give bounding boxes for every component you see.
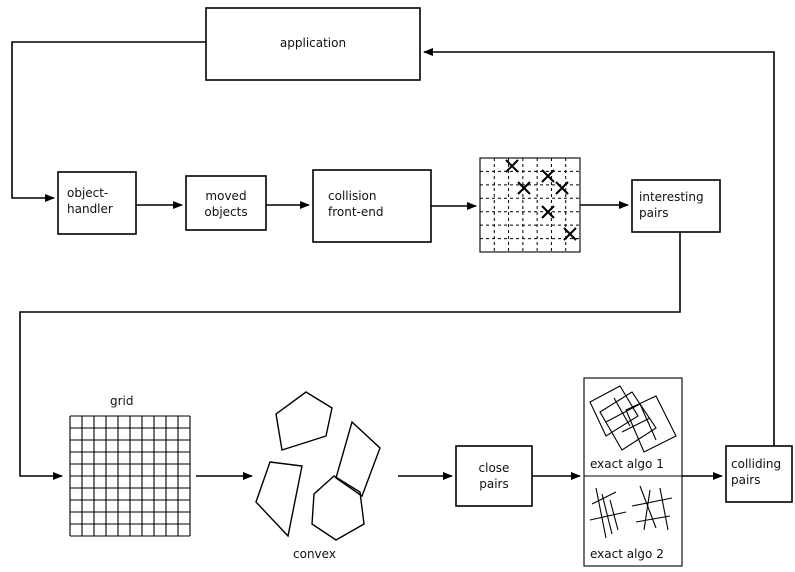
grid-cross-mark [541,169,555,183]
exact-algo-2-illustration: exact algo 2 [589,485,673,561]
algo1-rect-1 [589,385,639,437]
grid-label: grid [110,394,134,408]
arrow-application-to-object-handler [11,41,206,202]
convex-polygon-3 [255,461,303,538]
grid-crosses [505,159,577,241]
moved-objects-label-1: moved [205,189,246,203]
close-pairs-box [455,445,533,507]
collision-front-end-label-1: collision [328,189,376,203]
convex-polygon-2 [335,420,381,498]
convex-label: convex [293,547,336,561]
exact-algos-frame [583,377,683,567]
arrow-interesting-pairs-to-grid [19,232,681,480]
exact-algo-1-illustration: exact algo 1 [589,385,677,471]
grid-cross-mark [505,159,519,173]
grid-cross-mark [563,227,577,241]
grid-cross-mark [541,205,555,219]
algo1-line-2 [639,403,657,441]
algo2-seg-1 [591,491,617,505]
exact-algos-figure: exact algo 1 exact algo 2 [583,377,683,567]
colliding-pairs-box [725,445,793,503]
algo2-seg-9 [635,515,671,523]
object-handler-label-1: object- [67,186,108,200]
arrow-colliding-pairs-to-application [423,48,775,446]
interesting-pairs-label-2: pairs [639,206,669,220]
grid-cross-mark [555,181,569,195]
exact-algo-2-label: exact algo 2 [590,547,664,561]
interesting-pairs-node: interesting pairs [631,179,721,233]
exact-algo-1-label: exact algo 1 [590,457,664,471]
interesting-pairs-box [631,179,721,233]
object-handler-node: object- handler [57,171,137,235]
convex-polygon-4 [311,475,365,541]
algo2-seg-10 [659,487,669,531]
convex-figure: convex [255,391,381,561]
interesting-pairs-label-1: interesting [639,190,704,204]
algo2-seg-2 [595,487,607,539]
algo2-seg-8 [643,489,651,531]
application-box [205,7,421,81]
moved-objects-node: moved objects [185,175,267,231]
close-pairs-node: close pairs [455,445,533,507]
moved-objects-label-2: objects [204,205,247,219]
algo1-line-3 [621,417,651,433]
algo2-seg-5 [609,499,619,531]
colliding-pairs-label-1: colliding [731,457,781,471]
algo1-line-1 [613,397,631,427]
collision-front-end-box [312,169,432,243]
moved-objects-box [185,175,267,231]
application-label: application [280,36,346,50]
application-node: application [205,7,421,81]
convex-polygon-1 [275,391,333,451]
collision-front-end-label-2: front-end [328,205,383,219]
algo1-line-4 [605,403,641,423]
close-pairs-label-2: pairs [479,477,509,491]
collision-front-end-node: collision front-end [312,169,432,243]
algo2-seg-4 [589,511,627,521]
dotted-grid-lines [480,158,580,252]
algo2-seg-3 [601,493,613,535]
grid-cross-mark [517,181,531,195]
object-handler-box [57,171,137,235]
algo1-rect-3 [625,395,677,453]
algo1-rect-2 [599,391,657,451]
algo2-seg-7 [631,497,673,507]
colliding-pairs-node: colliding pairs [725,445,793,503]
grid-lines [69,415,191,537]
colliding-pairs-label-2: pairs [731,473,761,487]
dotted-grid-figure [479,157,581,253]
close-pairs-label-1: close [479,461,510,475]
object-handler-label-2: handler [67,202,113,216]
grid-figure: grid [69,394,191,537]
